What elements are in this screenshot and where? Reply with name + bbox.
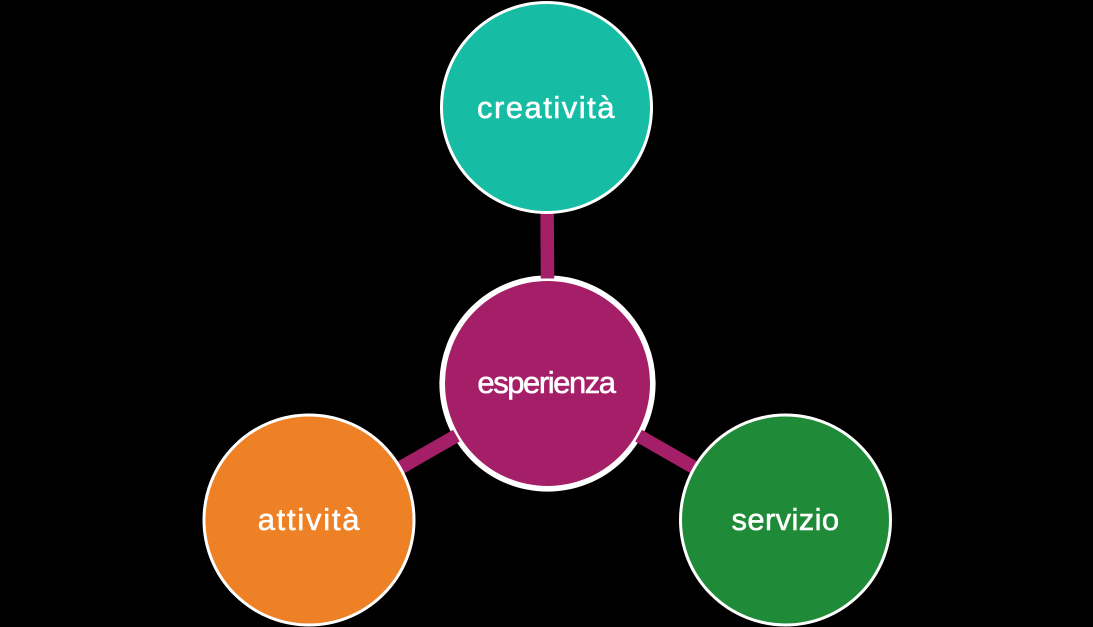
svg-text:attività: attività [258,502,362,537]
svg-text:esperienza: esperienza [477,365,616,400]
svg-text:creatività: creatività [477,90,616,125]
svg-text:servizio: servizio [732,502,840,537]
